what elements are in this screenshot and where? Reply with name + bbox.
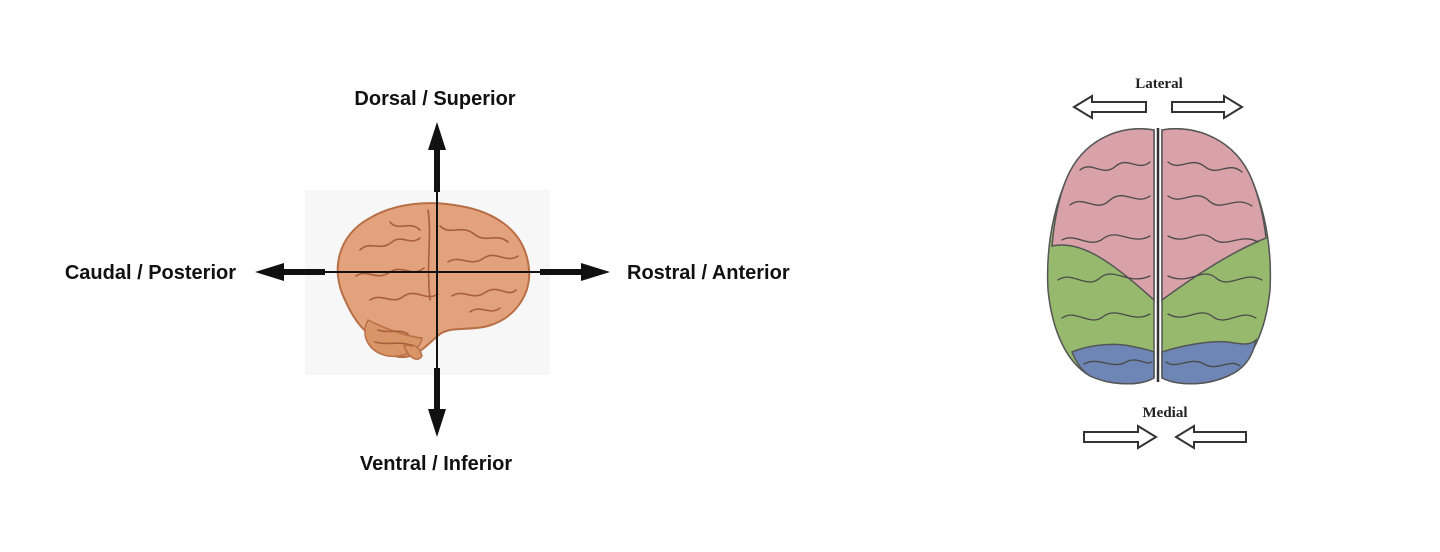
label-lateral: Lateral bbox=[1135, 76, 1182, 92]
medial-left-arrow-icon bbox=[1083, 424, 1158, 450]
caudal-arrow-icon bbox=[255, 263, 284, 281]
left-hemisphere bbox=[1046, 128, 1155, 385]
label-rostral-anterior: Rostral / Anterior bbox=[627, 262, 790, 284]
label-medial: Medial bbox=[1143, 405, 1188, 421]
lateral-right-arrow-icon bbox=[1171, 94, 1244, 120]
medial-right-arrow-icon bbox=[1174, 424, 1247, 450]
ventral-arrow-icon bbox=[428, 409, 446, 437]
label-dorsal-superior: Dorsal / Superior bbox=[354, 88, 515, 110]
label-ventral-inferior: Ventral / Inferior bbox=[360, 453, 512, 475]
right-hemisphere bbox=[1161, 128, 1272, 385]
lateral-brain-image bbox=[336, 202, 531, 360]
gyri-texture bbox=[1057, 161, 1263, 368]
lateral-orientation-diagram: Dorsal / Superior Ventral / Inferior Cau… bbox=[65, 88, 790, 475]
top-view-diagram: Lateral Medial bbox=[1046, 76, 1272, 450]
lateral-left-arrow-icon bbox=[1072, 94, 1147, 120]
rostral-arrow-icon bbox=[581, 263, 610, 281]
dorsal-arrow-icon bbox=[428, 122, 446, 150]
label-caudal-posterior: Caudal / Posterior bbox=[65, 262, 236, 284]
